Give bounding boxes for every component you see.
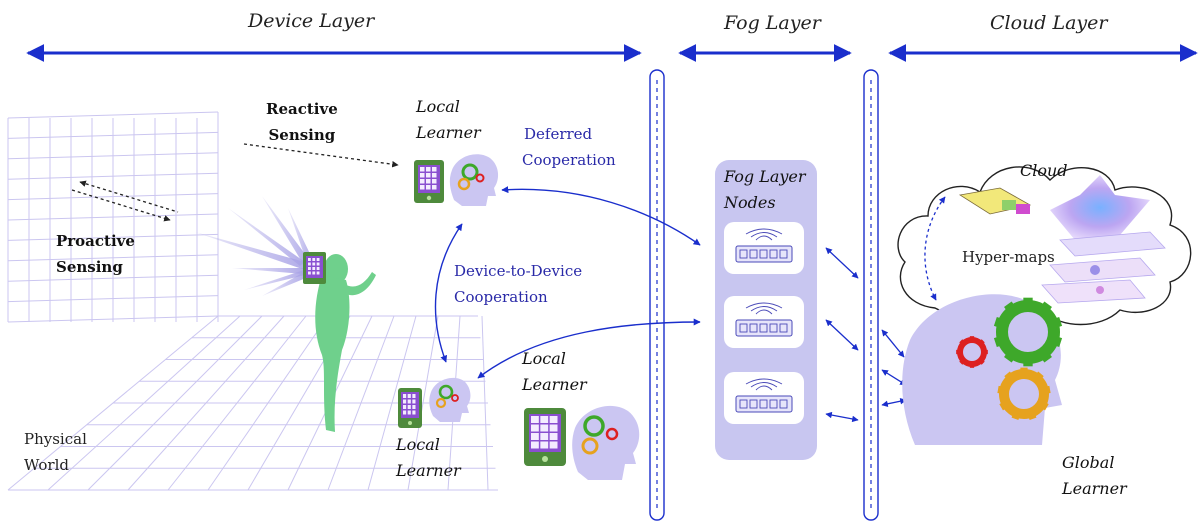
person-tablet — [303, 252, 326, 284]
global-learner-head — [902, 294, 1062, 445]
local-learner-mid-device — [398, 388, 422, 428]
hyper-maps-graphic — [958, 175, 1166, 304]
sensing-beams — [195, 196, 312, 296]
device-layer-title: Device Layer — [248, 10, 375, 32]
reactive-sensing-arrow — [243, 143, 399, 168]
cloud-label: Cloud — [1020, 161, 1068, 180]
fog-cloud-separator — [863, 69, 879, 521]
device-fog-separator — [649, 69, 665, 521]
local-learner-top-head — [449, 154, 499, 206]
local-learner-top-device — [414, 160, 444, 203]
deferred-cooperation-arrow — [501, 186, 701, 246]
local-learner-bottom-head — [572, 405, 640, 480]
fog-layer-title: Fog Layer — [724, 12, 821, 34]
local-learner-mid-head — [429, 377, 471, 422]
physical-world-room — [7, 111, 498, 491]
cloud-layer-title: Cloud Layer — [990, 12, 1108, 34]
global-learner-gears — [956, 297, 1063, 421]
fog-cloud-links — [825, 247, 907, 423]
layer-separators — [649, 69, 879, 521]
proactive-sensing-arrow-2 — [71, 189, 171, 222]
local-learner-bottom-device — [524, 408, 566, 466]
hyper-maps-label: Hyper-maps — [962, 248, 1055, 266]
fog-node-routers — [724, 222, 804, 424]
bottom-learner-fog-arrow — [477, 318, 701, 379]
cloud-internal-arrow — [924, 196, 946, 301]
proactive-sensing-arrow-1 — [79, 180, 179, 213]
d2d-cooperation-arrow — [434, 223, 463, 363]
